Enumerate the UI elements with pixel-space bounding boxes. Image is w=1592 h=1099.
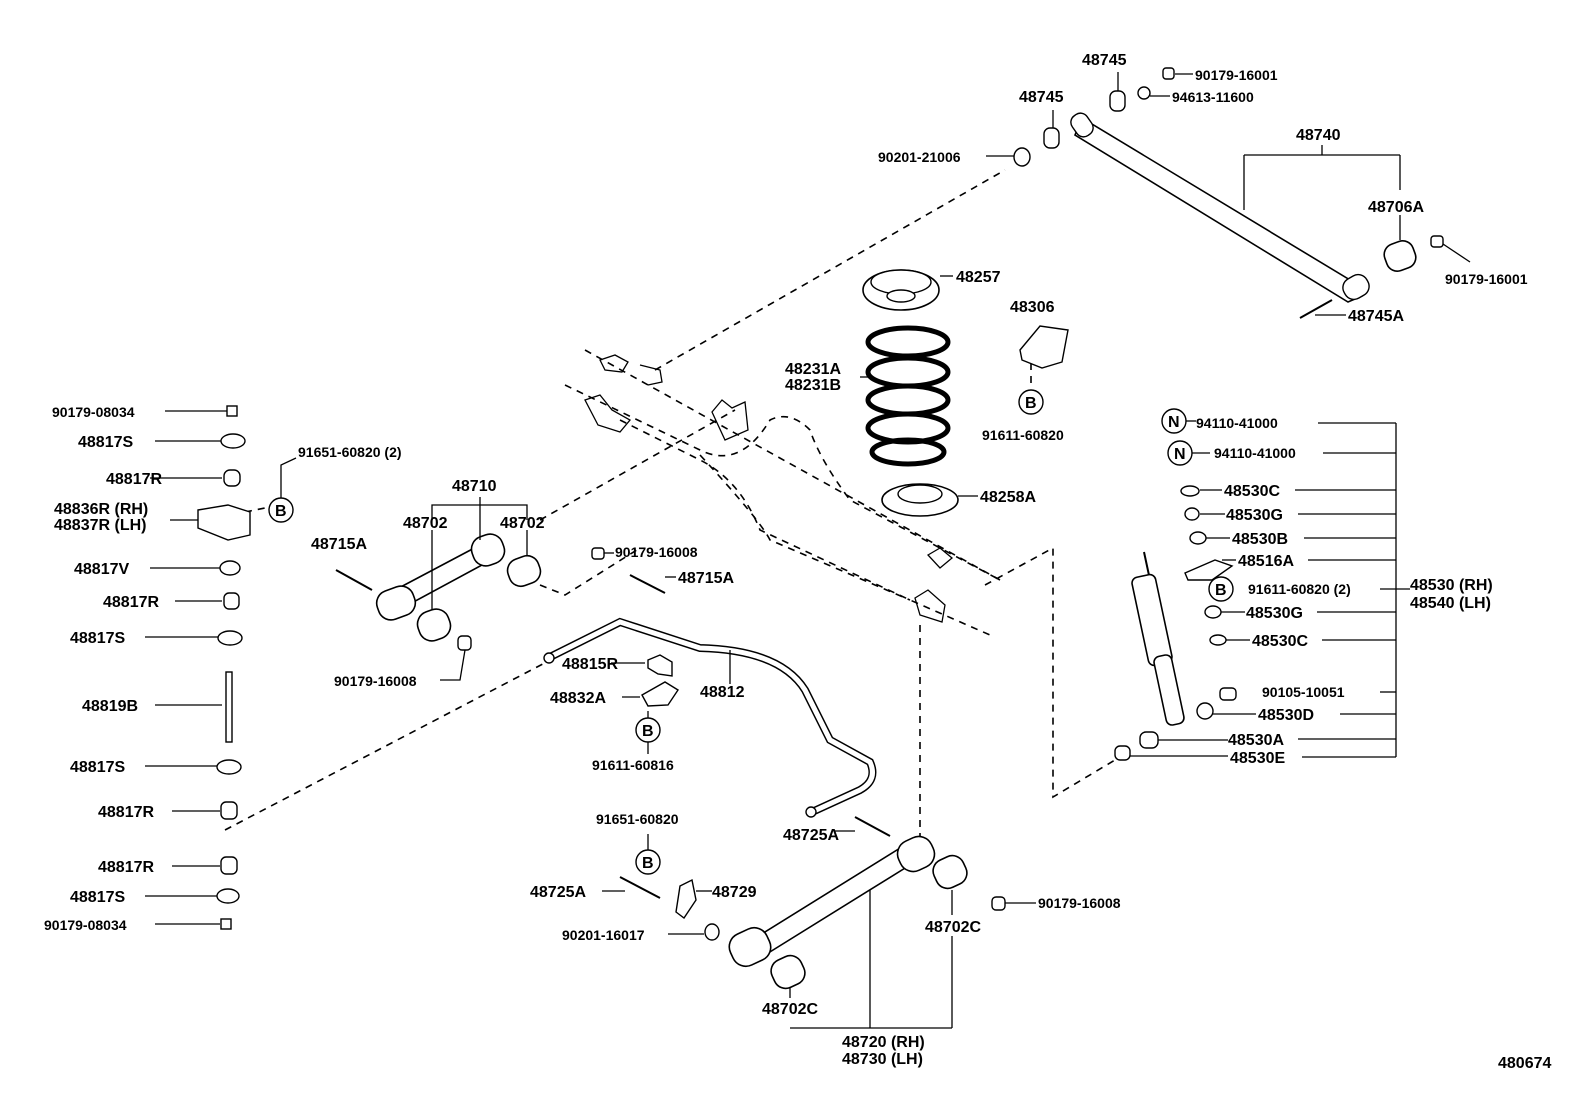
label-90179-08034-bottom: 90179-08034: [44, 917, 127, 933]
upper-control-arm-48710: [335, 497, 676, 681]
label-48817R-4: 48817R: [98, 859, 154, 876]
axle-housing-outline: [564, 349, 1001, 636]
upper-arm-labels: 48710 48702 48702 48715A 90179-16008 901…: [311, 478, 734, 689]
callout-b-bracket: B 91651-60820 (2): [268, 444, 402, 523]
label-48817S-1: 48817S: [78, 434, 133, 451]
svg-text:N: N: [1168, 414, 1180, 431]
label-90179-16001-right: 90179-16001: [1445, 271, 1528, 287]
label-48231B: 48231B: [785, 377, 841, 394]
svg-text:B: B: [275, 503, 287, 520]
label-90179-16008-lower: 90179-16008: [1038, 895, 1121, 911]
label-90179-08034-top: 90179-08034: [52, 404, 135, 420]
lateral-rod-labels: 48745 48745 90179-16001 94613-11600 9020…: [878, 52, 1528, 325]
label-48812: 48812: [700, 684, 745, 701]
label-48530C-2: 48530C: [1252, 633, 1308, 650]
label-48817R-2: 48817R: [103, 594, 159, 611]
left-column-labels: 90179-08034 48817S 48817R 48836R (RH) 48…: [44, 404, 162, 933]
label-48258A: 48258A: [980, 489, 1036, 506]
svg-text:B: B: [1215, 582, 1227, 599]
label-48702C-right: 48702C: [925, 919, 981, 936]
shock-absorber: N N B: [1114, 408, 1410, 761]
label-48729: 48729: [712, 884, 757, 901]
label-48702C-left: 48702C: [762, 1001, 818, 1018]
label-48530-rh: 48530 (RH): [1410, 577, 1493, 594]
label-90179-16008-top: 90179-16008: [615, 544, 698, 560]
svg-text:B: B: [642, 723, 654, 740]
dashed-leaders: [224, 169, 1116, 840]
label-48516A: 48516A: [1238, 553, 1294, 570]
label-48817S-3: 48817S: [70, 759, 125, 776]
coil-spring-assembly: B: [860, 269, 1069, 517]
label-48832A: 48832A: [550, 690, 606, 707]
label-90201-16017: 90201-16017: [562, 927, 645, 943]
svg-text:B: B: [1025, 395, 1037, 412]
label-48530C-1: 48530C: [1224, 483, 1280, 500]
label-48740: 48740: [1296, 127, 1341, 144]
label-48702-right: 48702: [500, 515, 545, 532]
label-48710: 48710: [452, 478, 497, 495]
label-48745-upper: 48745: [1082, 52, 1127, 69]
label-48819B: 48819B: [82, 698, 138, 715]
label-48817S-2: 48817S: [70, 630, 125, 647]
label-48730-lh: 48730 (LH): [842, 1051, 923, 1068]
label-94613-11600: 94613-11600: [1172, 89, 1254, 105]
label-48530D: 48530D: [1258, 707, 1314, 724]
label-94110-41000-1: 94110-41000: [1196, 415, 1278, 431]
stabilizer-labels: 48815R 48832A 48812 91611-60816: [550, 656, 745, 773]
label-91611-60816: 91611-60816: [592, 757, 674, 773]
label-91611-60820-spring: 91611-60820: [982, 427, 1064, 443]
shock-labels: 94110-41000 94110-41000 48530C 48530G 48…: [1196, 415, 1493, 767]
lower-arm-labels: 91651-60820 48725A 48729 90201-16017 487…: [530, 811, 1121, 1068]
svg-text:N: N: [1174, 446, 1186, 463]
label-48530G-2: 48530G: [1246, 605, 1303, 622]
label-48540-lh: 48540 (LH): [1410, 595, 1491, 612]
label-48837R: 48837R (LH): [54, 517, 146, 534]
label-48715A-left: 48715A: [311, 536, 367, 553]
label-48257: 48257: [956, 269, 1001, 286]
left-column-parts: [145, 405, 251, 930]
label-48725A-upper: 48725A: [783, 827, 839, 844]
label-48720-rh: 48720 (RH): [842, 1034, 925, 1051]
spring-labels: 48257 48306 48231A 48231B 91611-60820 48…: [785, 269, 1064, 506]
diagram-id: 480674: [1498, 1055, 1551, 1072]
label-48306: 48306: [1010, 299, 1055, 316]
label-48745-lower: 48745: [1019, 89, 1064, 106]
label-91651-60820-2: 91651-60820 (2): [298, 444, 402, 460]
label-48715A-right: 48715A: [678, 570, 734, 587]
lower-control-arm-48720: B: [602, 816, 1036, 1029]
label-48725A-lower: 48725A: [530, 884, 586, 901]
label-48817V: 48817V: [74, 561, 129, 578]
label-90105-10051: 90105-10051: [1262, 684, 1345, 700]
label-48530A: 48530A: [1228, 732, 1284, 749]
label-48817R-1: 48817R: [106, 471, 162, 488]
label-48706A: 48706A: [1368, 199, 1424, 216]
label-48231A: 48231A: [785, 361, 841, 378]
label-90179-16008-arm: 90179-16008: [334, 673, 417, 689]
label-48815R: 48815R: [562, 656, 618, 673]
label-48817R-3: 48817R: [98, 804, 154, 821]
label-48530G-1: 48530G: [1226, 507, 1283, 524]
stabilizer-bar-48812: B: [543, 617, 877, 818]
label-48817S-4: 48817S: [70, 889, 125, 906]
label-91611-60820-2: 91611-60820 (2): [1248, 581, 1351, 597]
label-48530E: 48530E: [1230, 750, 1285, 767]
lateral-rod-48740: [986, 67, 1471, 319]
label-48836R: 48836R (RH): [54, 501, 148, 518]
label-91651-60820: 91651-60820: [596, 811, 679, 827]
label-94110-41000-2: 94110-41000: [1214, 445, 1296, 461]
label-48530B: 48530B: [1232, 531, 1288, 548]
axle-brackets: [584, 354, 954, 623]
label-48702-left: 48702: [403, 515, 448, 532]
label-48745A: 48745A: [1348, 308, 1404, 325]
svg-text:B: B: [642, 855, 654, 872]
label-90179-16001-top: 90179-16001: [1195, 67, 1278, 83]
label-90201-21006: 90201-21006: [878, 149, 961, 165]
